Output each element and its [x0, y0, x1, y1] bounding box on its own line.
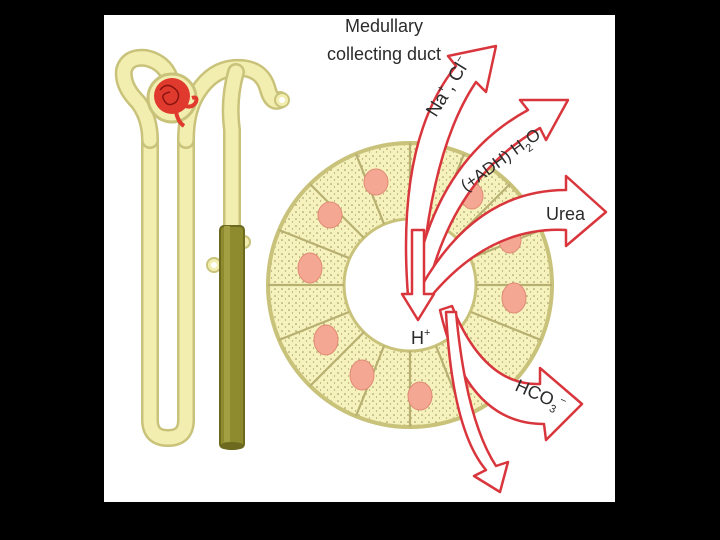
- label-urea: Urea: [546, 204, 586, 224]
- title-line-1: Medullary: [345, 16, 423, 36]
- title-line-2: collecting duct: [327, 44, 441, 64]
- arrow-urea: [412, 174, 608, 302]
- arrow-lower: [444, 310, 510, 494]
- arrow-h-plus: [400, 228, 436, 322]
- label-h-plus: H+: [411, 327, 430, 348]
- glomerulus: [154, 78, 199, 128]
- nephron: [114, 48, 290, 450]
- medullary-collecting-duct: [219, 225, 245, 449]
